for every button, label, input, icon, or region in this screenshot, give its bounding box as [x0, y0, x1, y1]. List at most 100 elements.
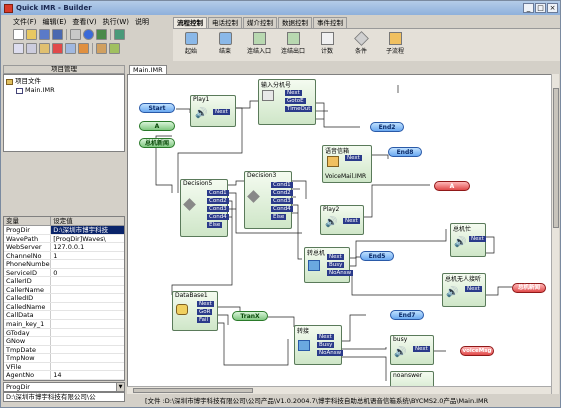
menu-run[interactable]: 执行(W)	[102, 18, 130, 26]
deploy-icon[interactable]	[109, 43, 120, 54]
horizontal-scrollbar[interactable]	[127, 386, 551, 394]
variable-value[interactable]	[51, 337, 124, 345]
port-else[interactable]: Else	[207, 222, 223, 228]
tool-subflow[interactable]: 子流程	[381, 32, 409, 58]
variable-value[interactable]	[51, 260, 124, 268]
variable-row[interactable]: PhoneNumber	[4, 260, 124, 269]
vertical-scrollbar[interactable]	[551, 74, 559, 394]
tool-link-in[interactable]: 连结入口	[245, 32, 273, 58]
grid-icon[interactable]	[96, 29, 107, 40]
port-next[interactable]: Next	[469, 236, 486, 242]
variable-row[interactable]: TmpDate	[4, 345, 124, 355]
tree-item-main-imr[interactable]: Main.IMR	[6, 86, 122, 95]
play-node-busy[interactable]: busy 🔊 Next	[390, 335, 434, 365]
tab-flow-control[interactable]: 流程控制	[173, 17, 207, 28]
tab-media-control[interactable]: 媒介控制	[243, 17, 277, 28]
tab-main-imr[interactable]: Main.IMR	[129, 65, 167, 74]
variable-value[interactable]: 14	[53, 371, 62, 379]
compile-icon[interactable]	[96, 43, 107, 54]
flow-canvas[interactable]: Start A 总机新闻 End2 End8 A End5 总机新闻 TranX…	[127, 74, 559, 394]
port-busy[interactable]: Busy	[327, 262, 345, 268]
transfer-node-zhuanjie[interactable]: 转接 Next Busy NoAnsw	[294, 325, 344, 365]
close-button[interactable]: ×	[547, 3, 558, 13]
paste-icon[interactable]	[39, 43, 50, 54]
port-next[interactable]: Next	[213, 109, 230, 115]
port-cond3[interactable]: Cond3	[207, 206, 229, 212]
port-noanswer[interactable]: NoAnsw	[327, 270, 354, 276]
variable-row[interactable]: CallData	[4, 311, 124, 321]
decision-node-decision3[interactable]: Decision3 Cond1 Cond2 Cond3 Cond4 Else	[244, 171, 293, 229]
end-node-end7[interactable]: End7	[390, 310, 424, 320]
play-node-zongjiwuren[interactable]: 总机无人接听 🔊 Next	[442, 273, 486, 307]
variable-row[interactable]: GNow	[4, 337, 124, 346]
new-file-icon[interactable]	[13, 29, 24, 40]
variable-value[interactable]: 0	[53, 268, 58, 277]
column-value[interactable]: 设定值	[53, 217, 73, 225]
variable-value-field[interactable]: D:\深圳市博宇科技有限公司\公	[3, 391, 125, 402]
variable-select[interactable]: ProgDir ▼	[3, 381, 125, 392]
decision-node-decision5[interactable]: Decision5 Cond1 Cond2 Cond3 Cond4 Else	[180, 179, 229, 237]
port-timeout[interactable]: TimeOut	[285, 106, 313, 112]
port-next[interactable]: Next	[317, 334, 334, 340]
variable-value[interactable]	[51, 303, 124, 311]
variable-value[interactable]	[51, 294, 124, 302]
link-node-zongji-1[interactable]: 总机新闻	[139, 138, 175, 148]
end-node-end5[interactable]: End5	[360, 251, 394, 261]
port-next[interactable]: Next	[197, 301, 214, 307]
port-cond2[interactable]: Cond2	[271, 190, 293, 196]
port-gor[interactable]: GoR	[197, 309, 213, 315]
variable-value[interactable]	[51, 346, 124, 354]
variable-value[interactable]: D:\深圳市博宇科技	[51, 226, 124, 234]
variable-value[interactable]	[51, 277, 124, 285]
variable-value[interactable]	[51, 286, 124, 294]
tree-item-project-files[interactable]: 项目文件	[6, 77, 122, 86]
variable-row[interactable]: CallerID	[4, 277, 124, 286]
menu-edit[interactable]: 编辑(E)	[42, 18, 67, 26]
link-node-voicemsg[interactable]: voiceMsg	[460, 346, 494, 356]
tool-link-out[interactable]: 连结出口	[279, 32, 307, 58]
port-next[interactable]: Next	[465, 286, 482, 292]
variable-row[interactable]: CalledName	[4, 302, 124, 312]
start-node[interactable]: Start	[139, 103, 175, 113]
variable-value[interactable]	[51, 311, 124, 319]
cut-icon[interactable]	[13, 43, 24, 54]
tool-counter[interactable]: 计数	[313, 32, 341, 58]
play-node-zongjimang[interactable]: 总机忙 🔊 Next	[450, 223, 486, 257]
tool-start[interactable]: 起始	[177, 32, 205, 58]
port-next[interactable]: Next	[413, 346, 430, 352]
tool-end[interactable]: 结束	[211, 32, 239, 58]
variable-value[interactable]	[51, 363, 124, 371]
port-next[interactable]: Next	[327, 254, 344, 260]
arrange-icon[interactable]	[78, 43, 89, 54]
menu-view[interactable]: 查看(V)	[72, 18, 97, 26]
variable-row[interactable]: CalledID	[4, 294, 124, 303]
tab-data-control[interactable]: 数据控制	[278, 17, 312, 28]
save-all-icon[interactable]	[52, 29, 63, 40]
cascade-icon[interactable]	[65, 43, 76, 54]
tab-phone-control[interactable]: 电话控制	[208, 17, 242, 28]
print-icon[interactable]	[70, 29, 81, 40]
port-noanswer[interactable]: NoAnsw	[317, 350, 344, 356]
menu-file[interactable]: 文件(F)	[13, 18, 37, 26]
link-node-zongji-2[interactable]: 总机新闻	[512, 283, 546, 293]
maximize-button[interactable]: □	[535, 3, 546, 13]
link-node-tranx[interactable]: TranX	[232, 311, 268, 321]
copy-icon[interactable]	[26, 43, 37, 54]
variable-row[interactable]: CallerName	[4, 285, 124, 295]
port-cond2[interactable]: Cond2	[207, 198, 229, 204]
port-next[interactable]: Next	[343, 218, 360, 224]
link-node-a[interactable]: A	[139, 121, 175, 131]
port-fail[interactable]: Fail	[197, 317, 211, 323]
variable-value[interactable]: [ProgDir]Waves\	[53, 234, 106, 243]
play-node-play2[interactable]: Play2 🔊 Next	[320, 205, 364, 235]
variable-row[interactable]: main_key_1	[4, 320, 124, 329]
variable-value[interactable]: 127.0.0.1	[53, 243, 85, 251]
variable-value[interactable]	[51, 354, 124, 362]
port-cond3[interactable]: Cond3	[271, 198, 293, 204]
database-node-database1[interactable]: DataBase1 Next GoR Fail	[172, 291, 218, 331]
port-next[interactable]: Next	[285, 90, 302, 96]
